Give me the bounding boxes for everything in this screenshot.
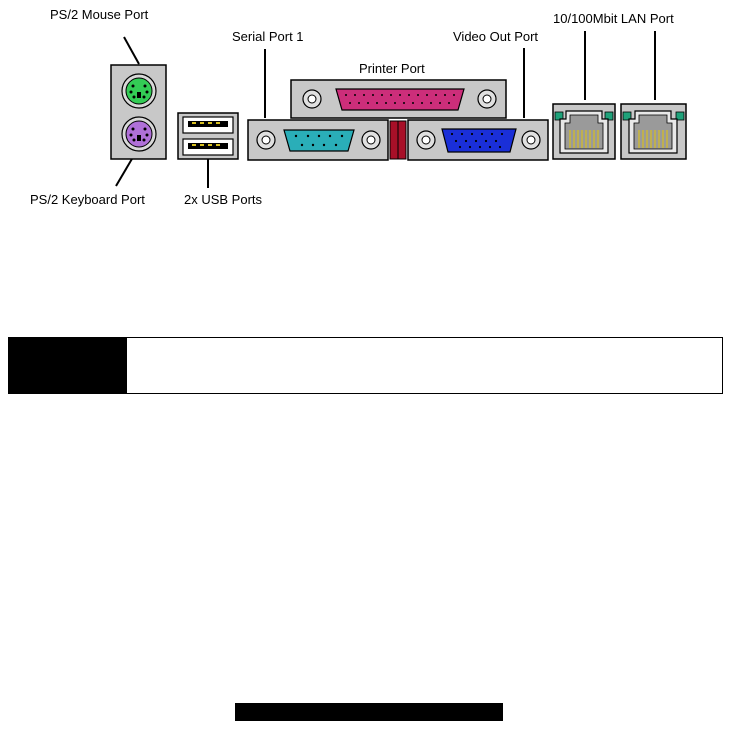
panel-divider — [389, 120, 407, 160]
printer-port-label: Printer Port — [359, 61, 425, 76]
printer-port-block — [290, 79, 507, 119]
ps2-keyboard-connector — [121, 116, 157, 152]
caption-box-label-block — [8, 337, 127, 393]
usb-ports-label: 2x USB Ports — [184, 192, 263, 207]
io-panel-diagram — [110, 31, 687, 188]
ps2-mouse-connector — [121, 73, 157, 109]
ps2-mouse-port-label: PS/2 Mouse Port — [50, 7, 149, 22]
usb-port-block — [177, 112, 239, 160]
lan-port-1 — [552, 103, 616, 160]
serial-port-label: Serial Port 1 — [232, 29, 304, 44]
lan-port-label: 10/100Mbit LAN Port — [553, 11, 674, 26]
video-out-port-label: Video Out Port — [453, 29, 539, 44]
footer-bar — [235, 703, 503, 721]
ps2-port-block — [110, 64, 167, 160]
lan-port-2 — [620, 103, 687, 160]
ps2-keyboard-port-label: PS/2 Keyboard Port — [30, 192, 145, 207]
video-port-block — [407, 119, 549, 161]
serial-port-block — [247, 119, 389, 161]
